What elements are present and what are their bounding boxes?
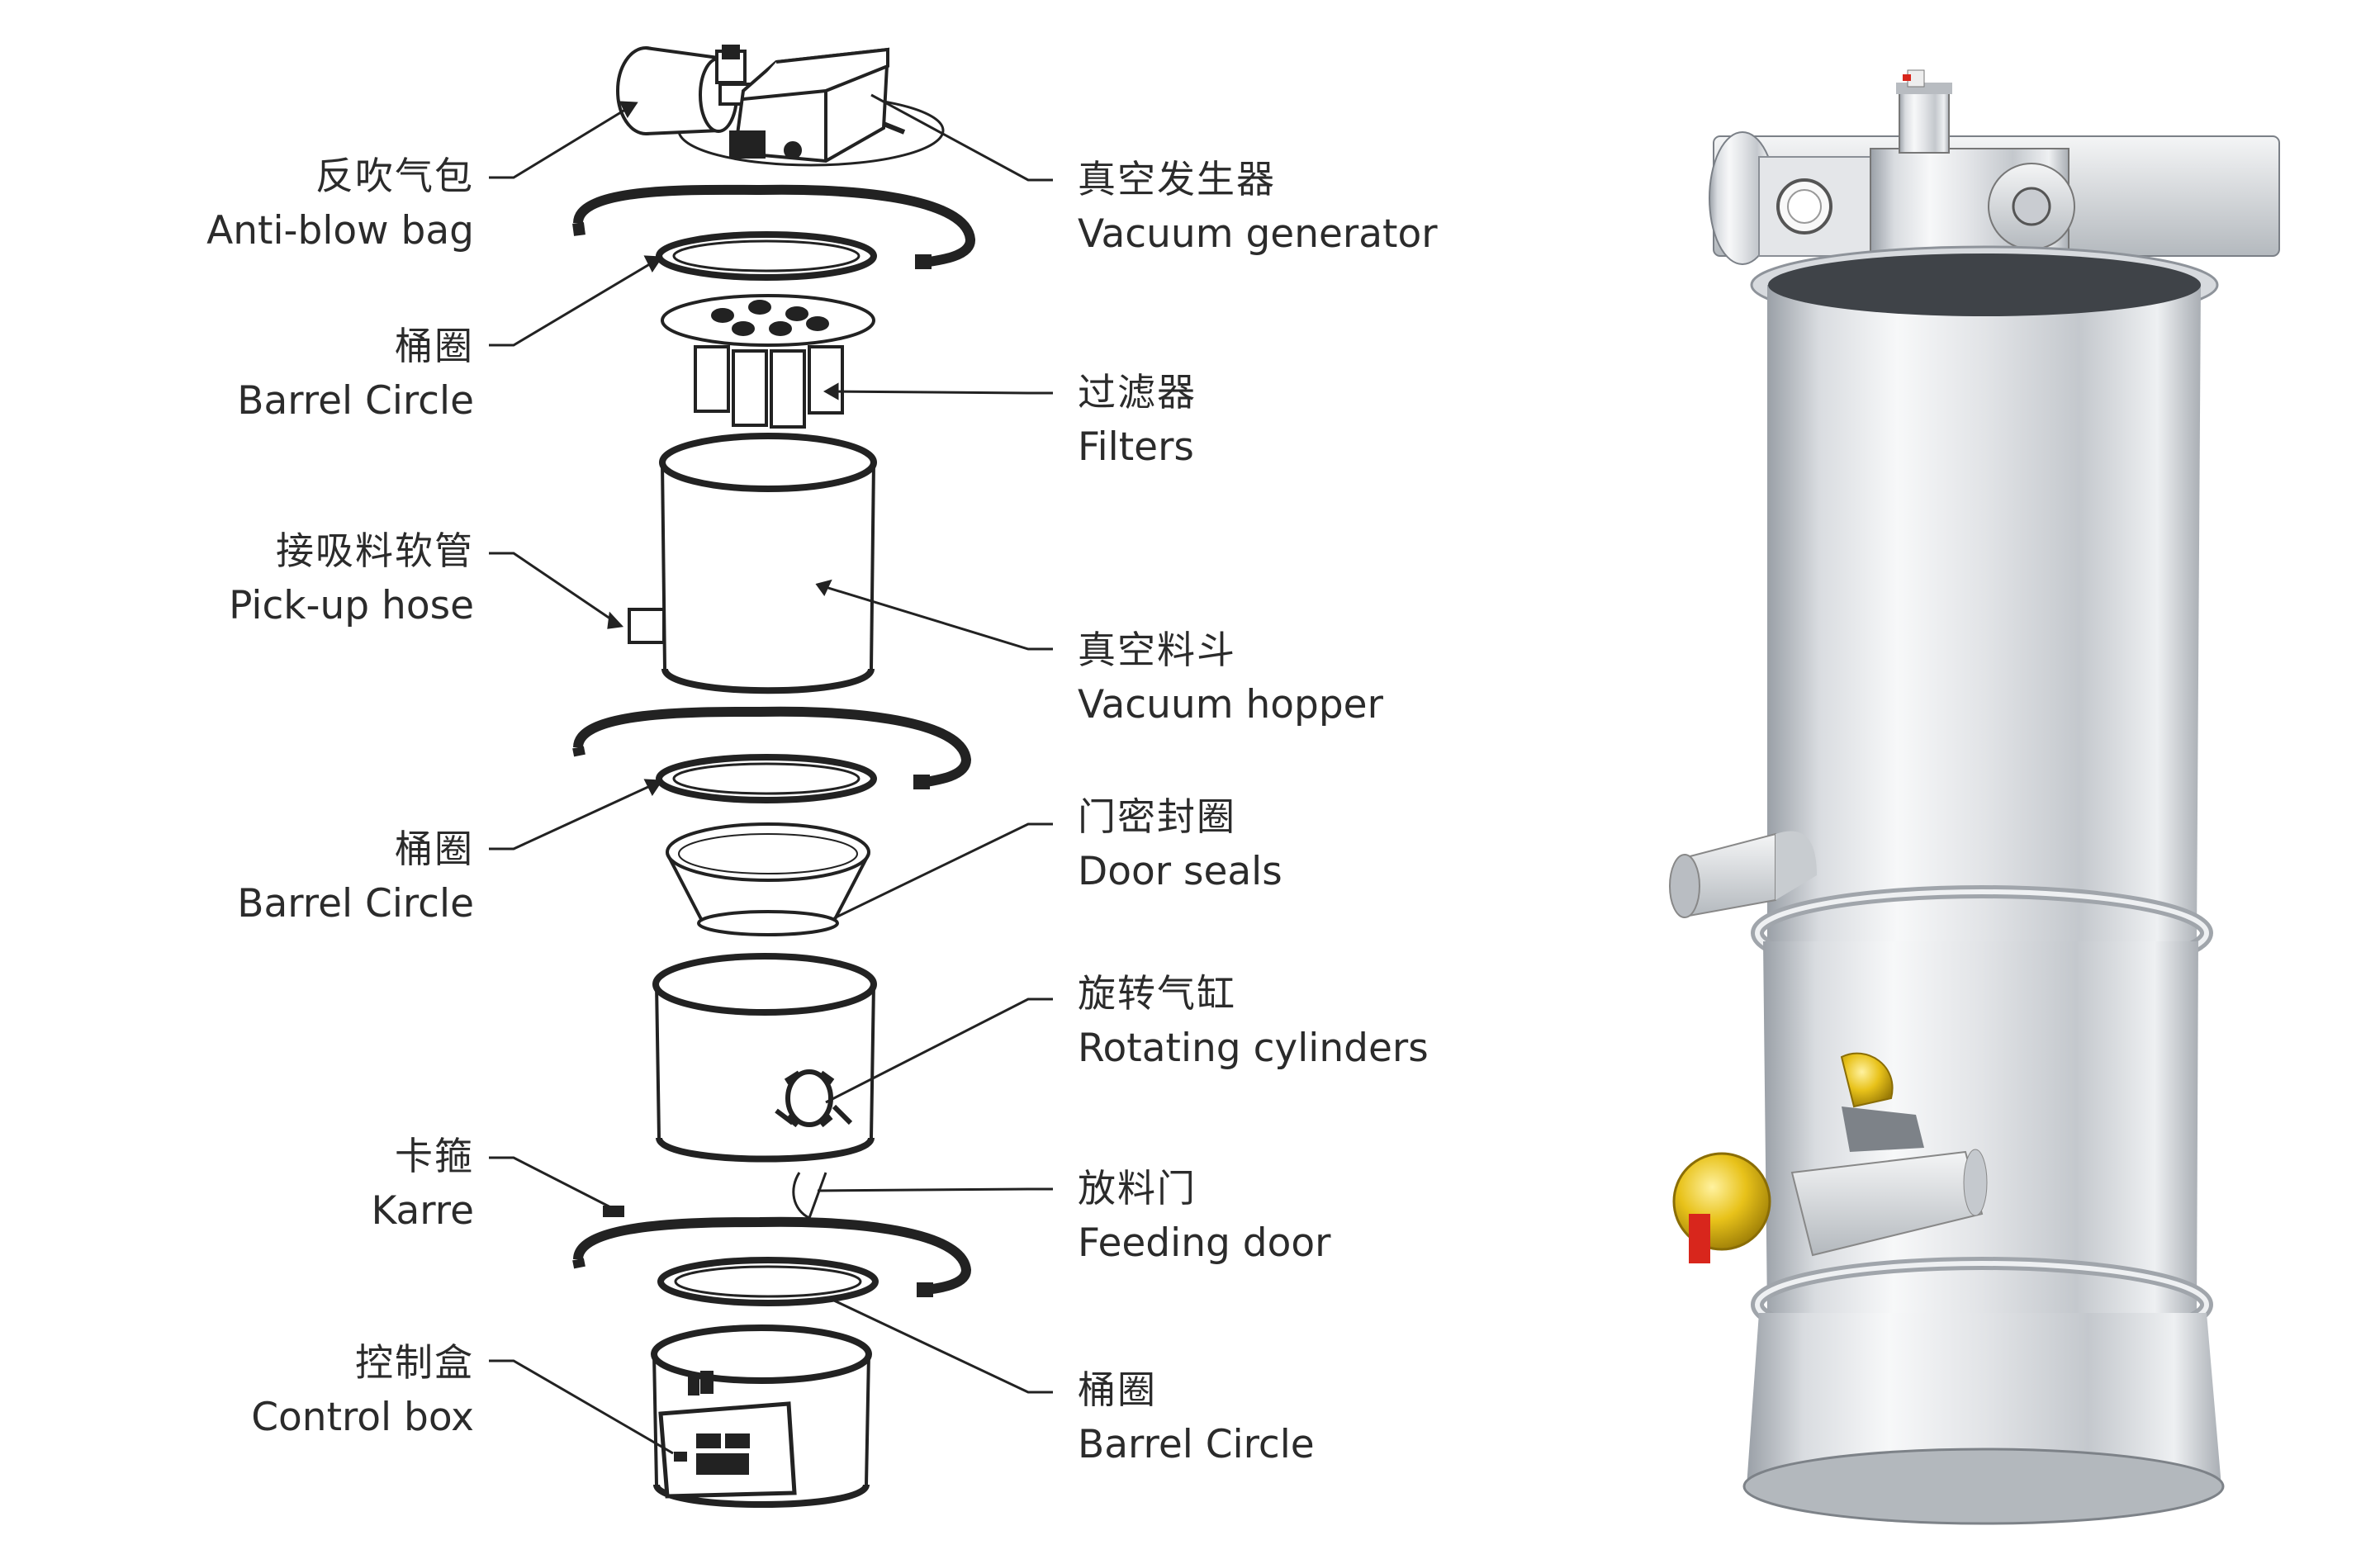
label-zh: 桶圈 xyxy=(395,324,474,368)
label-vacuum-generator: 真空发生器 Vacuum generator xyxy=(1078,160,1438,254)
label-en: Vacuum generator xyxy=(1078,211,1438,257)
label-zh: 反吹气包 xyxy=(315,154,474,198)
label-zh: 桶圈 xyxy=(1078,1367,1157,1412)
label-filters: 过滤器 Filters xyxy=(1078,373,1197,467)
filters-part xyxy=(661,294,875,429)
label-door-seals: 门密封圈 Door seals xyxy=(1078,798,1282,891)
top-assembly-part xyxy=(616,45,945,167)
label-feeding-door: 放料门 Feeding door xyxy=(1078,1169,1330,1263)
label-en: Feeding door xyxy=(1078,1220,1331,1266)
label-vacuum-hopper: 真空料斗 Vacuum hopper xyxy=(1078,631,1383,724)
label-en: Door seals xyxy=(1078,849,1282,894)
label-zh: 过滤器 xyxy=(1078,370,1197,415)
label-control-box: 控制盒 Control box xyxy=(251,1343,474,1437)
label-en: Control box xyxy=(251,1395,474,1440)
label-anti-blow-bag: 反吹气包 Anti-blow bag xyxy=(206,157,474,250)
label-zh: 卡箍 xyxy=(395,1134,474,1178)
exploded-view-drawing xyxy=(572,45,975,1508)
karre-clamp-part xyxy=(572,1206,972,1297)
label-zh: 桶圈 xyxy=(395,827,474,871)
label-barrel-circle-bottom: 桶圈 Barrel Circle xyxy=(1078,1371,1315,1464)
barrel-circle-clamp-top xyxy=(572,184,975,281)
barrel-circle-ring-bottom xyxy=(657,1257,879,1306)
rotating-cylinder-part xyxy=(775,1069,853,1128)
label-en: Barrel Circle xyxy=(1078,1422,1315,1467)
label-zh: 真空料斗 xyxy=(1078,628,1236,672)
label-barrel-circle-top: 桶圈 Barrel Circle xyxy=(237,327,474,420)
label-barrel-circle-mid: 桶圈 Barrel Circle xyxy=(237,830,474,923)
label-en: Barrel Circle xyxy=(237,881,474,926)
label-en: Rotating cylinders xyxy=(1078,1026,1429,1071)
door-seal-part xyxy=(666,822,870,936)
assembled-feeder-photo xyxy=(1669,69,2280,1525)
lower-barrel-part xyxy=(652,953,877,1220)
label-zh: 旋转气缸 xyxy=(1078,971,1236,1016)
label-en: Anti-blow bag xyxy=(206,208,474,254)
vacuum-hopper-part xyxy=(628,433,877,694)
label-rotating-cylinders: 旋转气缸 Rotating cylinders xyxy=(1078,974,1429,1068)
label-pickup-hose: 接吸料软管 Pick-up hose xyxy=(229,532,474,625)
label-zh: 真空发生器 xyxy=(1078,157,1276,201)
label-en: Vacuum hopper xyxy=(1078,682,1383,727)
barrel-circle-clamp-mid xyxy=(572,706,972,803)
label-en: Karre xyxy=(371,1188,475,1234)
label-zh: 门密封圈 xyxy=(1078,794,1236,839)
label-en: Filters xyxy=(1078,424,1194,470)
label-karre: 卡箍 Karre xyxy=(372,1137,475,1230)
label-zh: 放料门 xyxy=(1078,1166,1197,1211)
control-box-part xyxy=(651,1324,872,1508)
label-zh: 接吸料软管 xyxy=(276,528,474,573)
leader-lines xyxy=(489,93,1053,1455)
label-en: Barrel Circle xyxy=(237,378,474,424)
label-zh: 控制盒 xyxy=(355,1340,474,1385)
label-en: Pick-up hose xyxy=(229,583,474,628)
